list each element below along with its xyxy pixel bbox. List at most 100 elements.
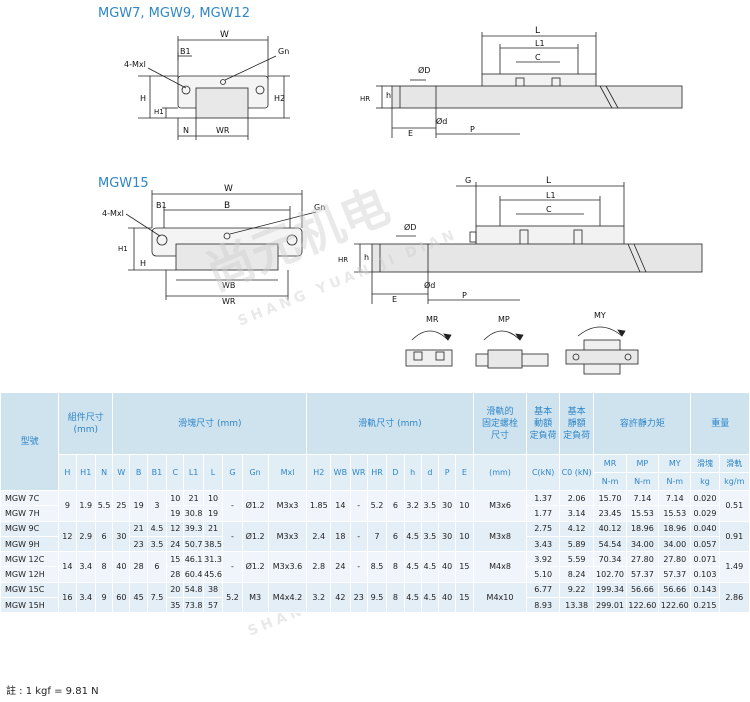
th-moment-unit-r: N-m — [593, 472, 627, 491]
th-stat-unit: C0 (kN) — [558, 454, 595, 491]
th-d: d — [420, 454, 440, 491]
dim-P: P — [470, 125, 475, 134]
th-C: C — [166, 454, 185, 491]
dim15-h: h — [364, 253, 369, 262]
th-rail: 滑軌尺寸 (mm) — [306, 392, 474, 455]
dim-L1: L1 — [535, 39, 545, 48]
th-G: G — [222, 454, 243, 491]
dim-B1: B1 — [180, 47, 191, 56]
th-HR: HR — [366, 454, 388, 491]
spec-table-wrap: 型號 組件尺寸(mm) 滑塊尺寸 (mm) 滑軌尺寸 (mm) 滑軌的固定螺栓尺… — [0, 392, 750, 614]
table-row: MGW 9H 23 3.5 24 50.7 38.5 3.43 5.89 54.… — [0, 535, 750, 553]
th-WR: WR — [349, 454, 368, 491]
dim15-E: E — [392, 295, 397, 304]
dim-HR: HR — [360, 95, 370, 103]
dim-h: h — [386, 91, 391, 100]
dim15-B1: B1 — [156, 201, 167, 210]
dim15-HR: HR — [338, 256, 348, 264]
th-moment: 容許靜力矩 — [593, 392, 692, 455]
dim-Gn: Gn — [278, 47, 289, 56]
th-H2: H2 — [306, 454, 332, 491]
front-view-mgw15 — [125, 190, 317, 300]
th-moment-unit-p: N-m — [625, 472, 660, 491]
section-title-mgw7-9-12: MGW7, MGW9, MGW12 — [98, 6, 251, 21]
moment-diagrams — [405, 326, 639, 375]
th-w-rail-unit: kg/m — [718, 472, 750, 491]
dim-C: C — [535, 53, 541, 62]
th-w-rail: 滑軌 — [718, 454, 750, 473]
th-w-block-unit: kg — [690, 472, 720, 491]
th-B1: B1 — [146, 454, 168, 491]
table-row: MGW 12C 14 3.4 8 40 28 6 15 46.1 31.3 - … — [0, 551, 750, 583]
th-P: P — [437, 454, 457, 491]
th-H1: H1 — [75, 454, 96, 491]
technical-drawings: W B1 Gn 4-Mxl H H1 H2 N WR L L1 C ØD h H… — [102, 26, 703, 375]
th-L1: L1 — [183, 454, 204, 491]
moment-MR-label: MR — [426, 315, 439, 324]
moment-MP-label: MP — [498, 315, 510, 324]
table-row: MGW 7C 9 1.9 5.5 25 19 3 10 21 10 - Ø1.2… — [0, 489, 750, 522]
th-moment-unit-y: N-m — [658, 472, 692, 491]
th-Mxl: Mxl — [267, 454, 308, 491]
dim-phid: Ød — [436, 116, 447, 126]
dim15-W: W — [224, 184, 233, 194]
th-Gn: Gn — [241, 454, 269, 491]
dim15-WB: WB — [222, 281, 235, 290]
dim-N: N — [183, 126, 189, 135]
th-B: B — [129, 454, 148, 491]
dim15-P: P — [462, 291, 467, 300]
th-block: 滑塊尺寸 (mm) — [112, 392, 308, 455]
th-model: 型號 — [0, 392, 60, 491]
spec-table: 型號 組件尺寸(mm) 滑塊尺寸 (mm) 滑軌尺寸 (mm) 滑軌的固定螺栓尺… — [0, 392, 750, 614]
dim15-G: G — [465, 176, 471, 185]
th-MP: MP — [625, 454, 660, 473]
unit-note: 註 : 1 kgf = 9.81 N — [6, 686, 99, 697]
dim-H: H — [140, 94, 146, 103]
th-weight: 重量 — [690, 392, 750, 455]
moment-MY-label: MY — [594, 311, 606, 320]
dim15-L: L — [546, 176, 551, 186]
th-E: E — [455, 454, 474, 491]
th-N: N — [94, 454, 114, 491]
dim15-WR: WR — [222, 297, 236, 306]
th-H: H — [58, 454, 77, 491]
th-D: D — [386, 454, 405, 491]
table-row: MGW 15H 35 73.8 57 8.93 13.38 299.01 122… — [0, 597, 750, 614]
th-w-block: 滑塊 — [690, 454, 720, 473]
dim-W: W — [220, 30, 229, 40]
side-view-mgw15 — [354, 182, 703, 304]
dim15-phiD: ØD — [404, 222, 416, 232]
table-row: MGW 12H 28 60.4 45.6 5.10 8.24 102.70 57… — [0, 566, 750, 583]
th-h: h — [403, 454, 422, 491]
dim-L: L — [535, 26, 540, 36]
dim15-L1: L1 — [546, 191, 556, 200]
th-WB: WB — [330, 454, 351, 491]
th-W: W — [112, 454, 131, 491]
dim15-Gn: Gn — [314, 203, 325, 212]
dim15-Mxl: 4-Mxl — [102, 209, 124, 218]
dim-H1: H1 — [154, 108, 164, 116]
th-MR: MR — [593, 454, 627, 473]
dim-phiD: ØD — [418, 65, 430, 75]
dim15-B: B — [224, 201, 230, 211]
dim15-H1: H1 — [118, 245, 128, 253]
dim15-phid: Ød — [424, 280, 435, 290]
th-assembly: 組件尺寸(mm) — [58, 392, 114, 455]
th-static-load: 基本靜額定負荷 — [558, 392, 595, 455]
side-view-mgw7 — [376, 32, 683, 138]
dim15-C: C — [546, 205, 552, 214]
table-row: MGW 9C 12 2.9 6 30 21 4.5 12 39.3 21 - Ø… — [0, 520, 750, 553]
th-MY: MY — [658, 454, 692, 473]
dim-H2: H2 — [274, 94, 285, 103]
dim15-H: H — [140, 259, 146, 268]
th-dyn-unit: C(kN) — [526, 454, 560, 491]
th-dynamic-load: 基本動額定負荷 — [526, 392, 560, 455]
table-row: MGW 15C 16 3.4 9 60 45 7.5 20 54.8 38 5.… — [0, 581, 750, 614]
dim-E: E — [408, 129, 413, 138]
th-bolt-unit: (mm) — [472, 454, 528, 491]
dim-WR: WR — [216, 126, 230, 135]
dim-Mxl: 4-Mxl — [124, 60, 146, 69]
th-L: L — [202, 454, 224, 491]
th-rail-bolt: 滑軌的固定螺栓尺寸 — [472, 392, 528, 455]
section-title-mgw15: MGW15 — [98, 176, 149, 191]
